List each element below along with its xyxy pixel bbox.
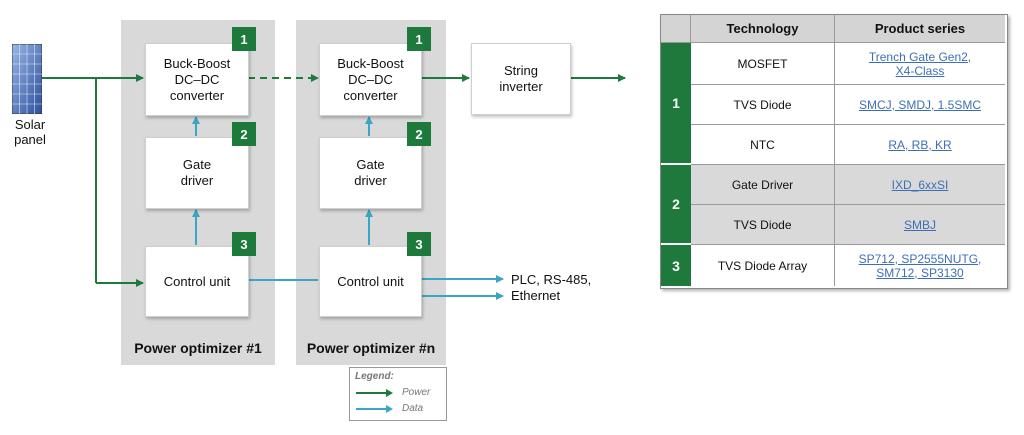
table-row-products: RA, RB, KR	[835, 125, 1005, 165]
product-link[interactable]: SMBJ	[903, 217, 936, 232]
table-row-technology: NTC	[691, 125, 835, 165]
control-unit-n: Control unit	[319, 246, 422, 317]
table-group-1: 1	[661, 43, 691, 165]
table-row-products: IXD_6xxSI	[835, 165, 1005, 205]
legend-title: Legend:	[355, 371, 394, 382]
product-table: Technology Product series 1 2 3 MOSFET T…	[660, 14, 1008, 289]
product-link[interactable]: Trench Gate Gen2, X4-Class	[868, 49, 972, 78]
legend-data-label: Data	[402, 403, 424, 414]
table-header-product-series: Product series	[835, 15, 1005, 43]
control-unit-1: Control unit	[145, 246, 249, 317]
power-optimizer-n-title: Power optimizer #n	[306, 340, 436, 356]
legend-power-label: Power	[402, 387, 431, 398]
product-link[interactable]: SMCJ, SMDJ, 1.5SMC	[858, 97, 981, 112]
badge-3-opt1: 3	[232, 232, 256, 256]
badge-1-opt1: 1	[232, 27, 256, 51]
badge-3-optn: 3	[407, 232, 431, 256]
table-header-corner	[661, 15, 691, 43]
table-row-technology: Gate Driver	[691, 165, 835, 205]
table-row-products: Trench Gate Gen2, X4-Class	[835, 43, 1005, 85]
comms-label: PLC, RS-485, Ethernet	[511, 272, 592, 303]
string-inverter: String inverter	[471, 43, 571, 115]
buck-boost-converter-n: Buck-Boost DC–DC converter	[319, 43, 422, 116]
solar-panel-label: Solar panel	[14, 117, 46, 147]
legend-data-arrow	[356, 405, 393, 413]
table-row-products: SP712, SP2555NUTG, SM712, SP3130	[835, 245, 1005, 286]
legend-box: Legend: Power Data	[349, 367, 447, 421]
table-row-technology: TVS Diode Array	[691, 245, 835, 286]
table-group-3: 3	[661, 245, 691, 286]
product-link[interactable]: SP712, SP2555NUTG, SM712, SP3130	[858, 251, 982, 280]
power-optimizer-1-title: Power optimizer #1	[134, 340, 262, 356]
table-row-technology: TVS Diode	[691, 85, 835, 125]
table-row-technology: MOSFET	[691, 43, 835, 85]
table-header-technology: Technology	[691, 15, 835, 43]
table-row-products: SMBJ	[835, 205, 1005, 245]
gate-driver-n: Gate driver	[319, 137, 422, 209]
legend-power-arrow	[356, 389, 393, 397]
badge-1-optn: 1	[407, 27, 431, 51]
product-link[interactable]: RA, RB, KR	[888, 137, 952, 152]
product-link[interactable]: IXD_6xxSI	[891, 177, 949, 192]
gate-driver-1: Gate driver	[145, 137, 249, 209]
table-group-2: 2	[661, 165, 691, 245]
solar-panel-icon	[11, 43, 43, 115]
badge-2-opt1: 2	[232, 122, 256, 146]
badge-2-optn: 2	[407, 122, 431, 146]
buck-boost-converter-1: Buck-Boost DC–DC converter	[145, 43, 249, 116]
table-row-products: SMCJ, SMDJ, 1.5SMC	[835, 85, 1005, 125]
table-row-technology: TVS Diode	[691, 205, 835, 245]
